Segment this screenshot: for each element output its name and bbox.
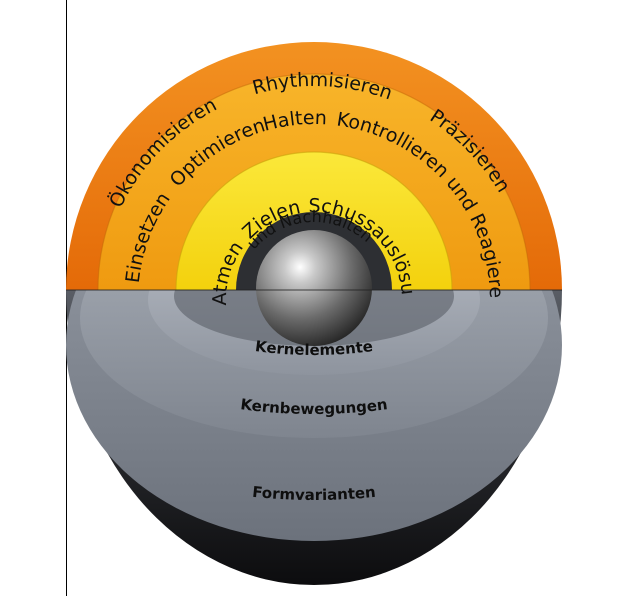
svg-text:Kernbewegungen: Kernbewegungen bbox=[240, 395, 389, 418]
center-ball bbox=[256, 230, 372, 346]
svg-text:Formvarianten: Formvarianten bbox=[252, 483, 377, 504]
svg-text:Kernelemente: Kernelemente bbox=[254, 337, 374, 359]
label-formvarianten: Formvarianten bbox=[252, 483, 377, 504]
label-kernbewegungen: Kernbewegungen bbox=[240, 395, 389, 418]
label-kernelemente: Kernelemente bbox=[254, 337, 374, 359]
